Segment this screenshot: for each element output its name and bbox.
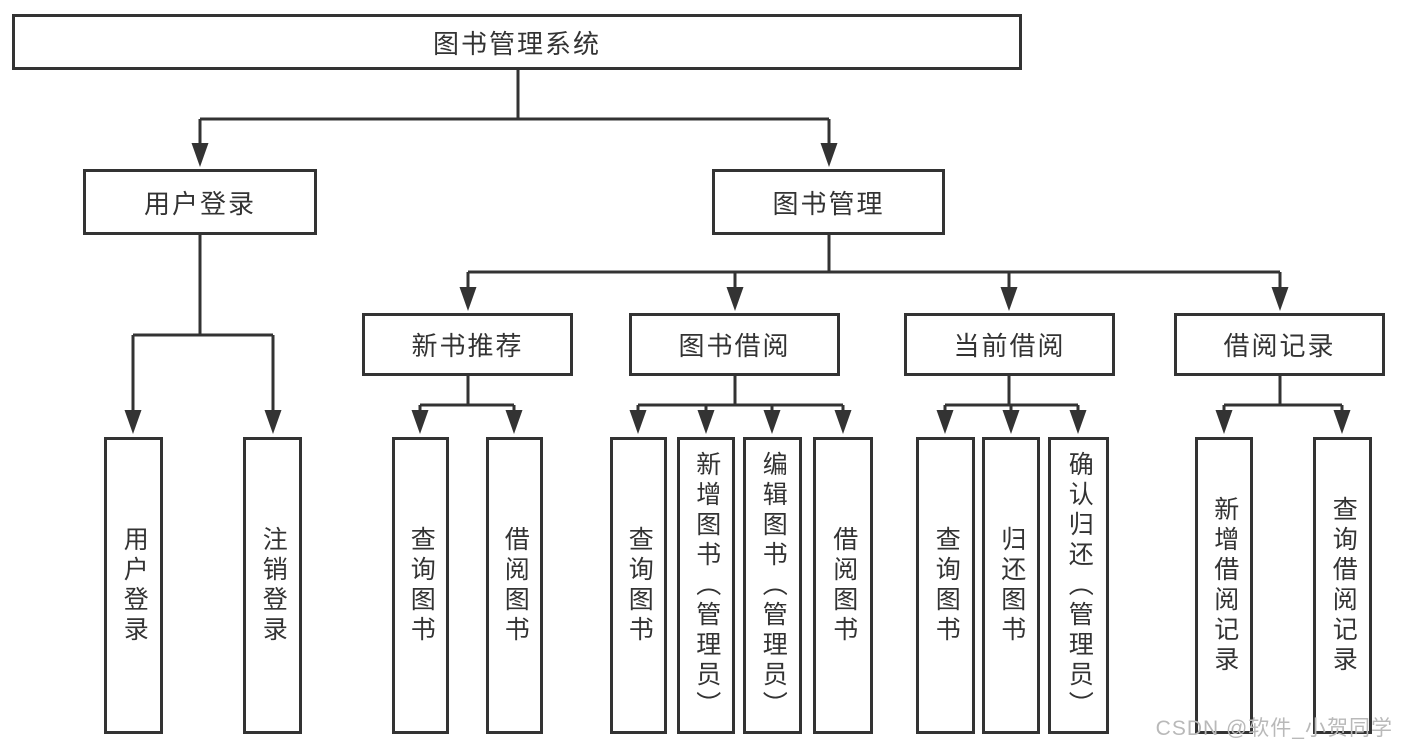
node-current-borrow-label: 当前借阅 [953, 331, 1066, 361]
leaf-add-borrow-record: 新增借阅记录 [1195, 437, 1253, 734]
connector-user-login-to-leaves [124, 235, 282, 434]
leaf-add-books-admin-label: 新增图书（管理员） [692, 450, 721, 721]
leaf-logout-label: 注销登录 [259, 525, 288, 646]
connector-root-to-level2 [191, 70, 838, 167]
leaf-query-books-recommend: 查询图书 [392, 437, 449, 734]
node-new-book-recommend-label: 新书推荐 [411, 331, 524, 361]
leaf-edit-books-admin: 编辑图书（管理员） [743, 437, 802, 734]
leaf-add-borrow-record-label: 新增借阅记录 [1210, 495, 1239, 676]
leaf-query-books-current: 查询图书 [916, 437, 975, 734]
connector-current-borrow-to-leaves [936, 376, 1087, 434]
connector-book-management-to-level3 [459, 235, 1289, 311]
leaf-confirm-return-admin: 确认归还（管理员） [1048, 437, 1109, 734]
leaf-return-books: 归还图书 [982, 437, 1040, 734]
node-root: 图书管理系统 [12, 14, 1022, 70]
watermark: CSDN @软件_小贺同学 [1155, 717, 1393, 740]
leaf-edit-books-admin-label: 编辑图书（管理员） [759, 450, 788, 721]
node-user-login-label: 用户登录 [143, 188, 256, 219]
leaf-borrow-books-recommend: 借阅图书 [486, 437, 543, 734]
leaf-user-login-label: 用户登录 [120, 525, 149, 646]
leaf-query-books-recommend-label: 查询图书 [407, 525, 436, 646]
connector-new-book-recommend-to-leaves [411, 376, 523, 434]
leaf-query-books-borrow-label: 查询图书 [625, 525, 654, 646]
node-root-label: 图书管理系统 [432, 28, 601, 59]
node-user-login: 用户登录 [83, 169, 317, 235]
leaf-return-books-label: 归还图书 [997, 525, 1026, 646]
leaf-user-login: 用户登录 [104, 437, 163, 734]
leaf-borrow-books-label: 借阅图书 [829, 525, 858, 646]
leaf-logout: 注销登录 [243, 437, 302, 734]
leaf-query-borrow-record: 查询借阅记录 [1313, 437, 1372, 734]
node-new-book-recommend: 新书推荐 [362, 313, 573, 376]
connector-borrow-records-to-leaves [1215, 376, 1351, 434]
leaf-query-borrow-record-label: 查询借阅记录 [1329, 495, 1358, 676]
leaf-borrow-books: 借阅图书 [813, 437, 873, 734]
leaf-borrow-books-recommend-label: 借阅图书 [501, 525, 530, 646]
node-book-borrow-label: 图书借阅 [678, 331, 791, 361]
node-book-borrow: 图书借阅 [629, 313, 840, 376]
leaf-query-books-current-label: 查询图书 [932, 525, 961, 646]
connector-book-borrow-to-leaves [629, 376, 852, 434]
node-book-management-label: 图书管理 [772, 188, 885, 219]
node-current-borrow: 当前借阅 [904, 313, 1115, 376]
leaf-add-books-admin: 新增图书（管理员） [677, 437, 735, 734]
leaf-confirm-return-admin-label: 确认归还（管理员） [1065, 450, 1094, 721]
leaf-query-books-borrow: 查询图书 [610, 437, 667, 734]
node-borrow-records-label: 借阅记录 [1223, 331, 1336, 361]
node-book-management: 图书管理 [712, 169, 945, 235]
node-borrow-records: 借阅记录 [1174, 313, 1385, 376]
